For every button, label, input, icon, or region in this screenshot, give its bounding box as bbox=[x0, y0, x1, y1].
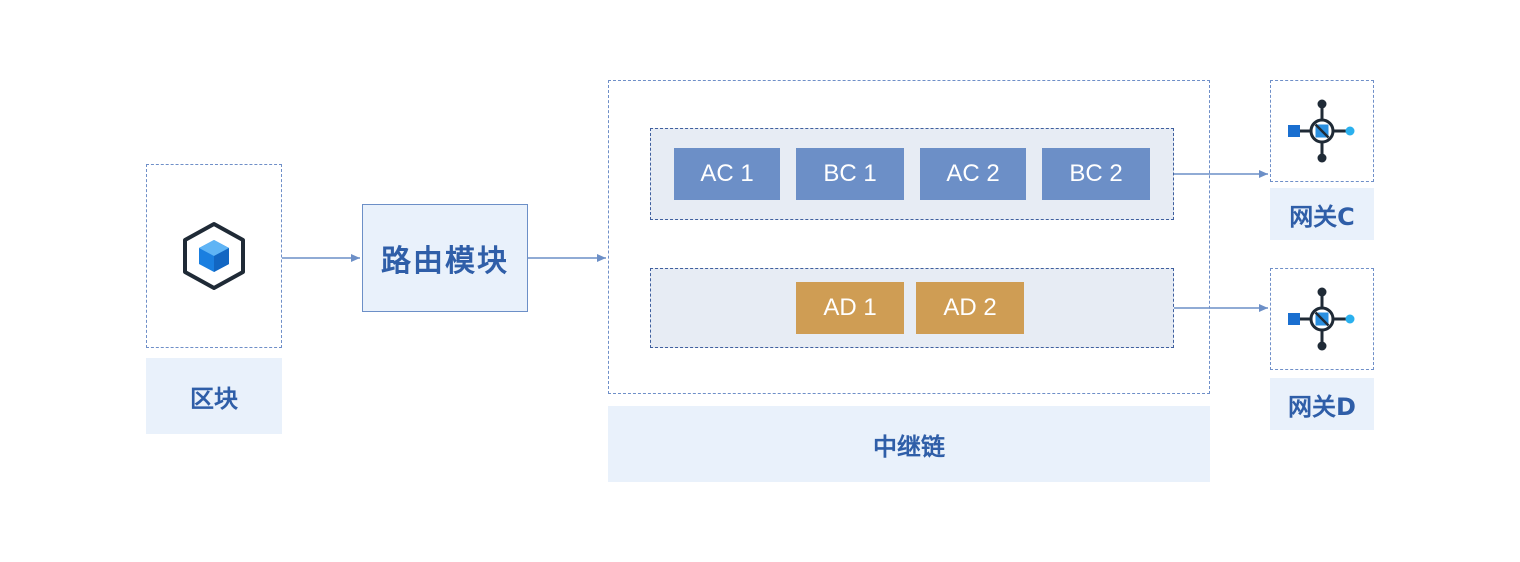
block-label: 区块 bbox=[146, 358, 282, 434]
relay-tile-label: AC 2 bbox=[946, 160, 1000, 187]
block-node bbox=[146, 164, 282, 348]
relay-tile-label: AD 2 bbox=[943, 294, 997, 321]
gateway-d-node bbox=[1270, 268, 1374, 370]
gateway-c-label: 网关C bbox=[1270, 188, 1374, 240]
cube-icon bbox=[183, 222, 245, 290]
gateway-d-label-text: 网关D bbox=[1288, 392, 1356, 421]
relay-chain-container bbox=[608, 80, 1210, 394]
relay-tile: AD 1 bbox=[796, 282, 904, 334]
router-module: 路由模块 bbox=[362, 204, 528, 312]
relay-tile-label: AD 1 bbox=[823, 294, 877, 321]
relay-tile-label: AC 1 bbox=[700, 160, 754, 187]
gateway-icon bbox=[1288, 99, 1355, 163]
relay-tile: BC 2 bbox=[1042, 148, 1150, 200]
gateway-icon bbox=[1288, 287, 1355, 351]
gateway-c-node bbox=[1270, 80, 1374, 182]
block-label-text: 区块 bbox=[190, 384, 238, 413]
relay-tile: AC 1 bbox=[674, 148, 780, 200]
gateway-c-label-text: 网关C bbox=[1289, 202, 1355, 231]
router-label: 路由模块 bbox=[381, 244, 509, 279]
relay-lane-bottom bbox=[650, 268, 1174, 348]
relay-tile: AC 2 bbox=[920, 148, 1026, 200]
relay-chain-label: 中继链 bbox=[608, 406, 1210, 482]
relay-tile: AD 2 bbox=[916, 282, 1024, 334]
gateway-d-label: 网关D bbox=[1270, 378, 1374, 430]
relay-tile-label: BC 1 bbox=[823, 160, 877, 187]
relay-tile: BC 1 bbox=[796, 148, 904, 200]
relay-chain-label-text: 中继链 bbox=[873, 432, 945, 461]
relay-tile-label: BC 2 bbox=[1069, 160, 1123, 187]
